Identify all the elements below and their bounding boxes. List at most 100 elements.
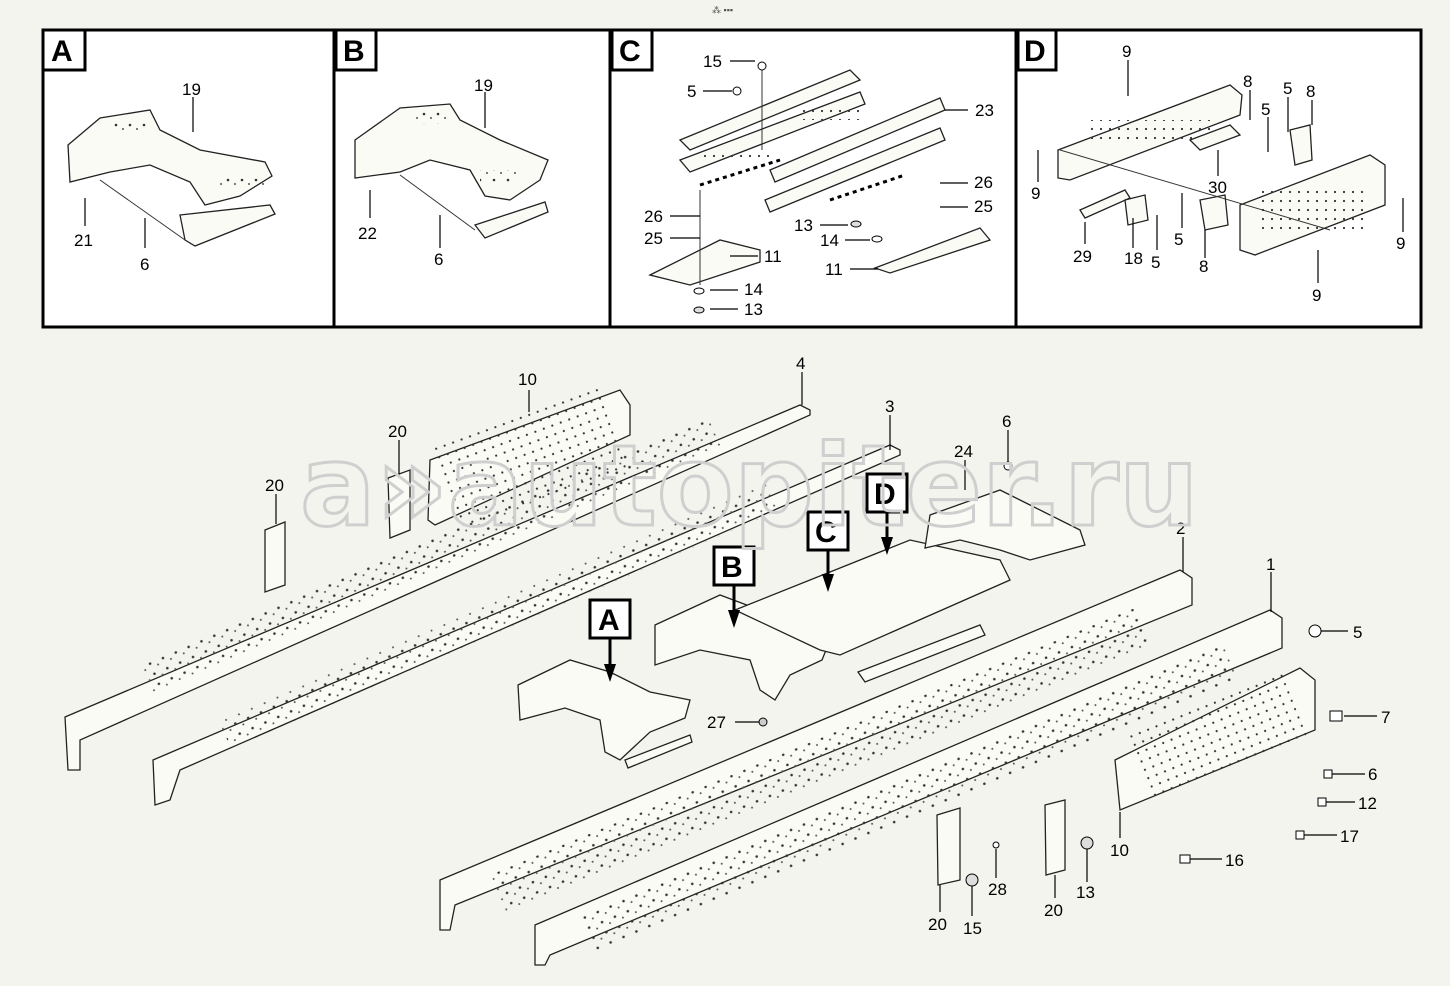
watermark: a»autopiter.ru <box>300 422 1199 552</box>
bolt-icon <box>1323 769 1333 779</box>
label: 5 <box>1151 253 1160 272</box>
svg-text:B: B <box>721 551 743 584</box>
label: 6 <box>1368 765 1377 784</box>
label: 10 <box>518 370 537 389</box>
label: 10 <box>1110 841 1129 860</box>
panel-c-letter: C <box>619 35 641 68</box>
callout-a: A <box>588 598 632 682</box>
bracket-20 <box>264 521 286 593</box>
label: 20 <box>265 476 284 495</box>
label: 22 <box>358 224 377 243</box>
label: 24 <box>954 442 973 461</box>
bracket-20 <box>387 469 411 539</box>
bolt-icon <box>757 61 767 71</box>
label: 20 <box>928 915 947 934</box>
svg-text:D: D <box>874 478 896 511</box>
label: 11 <box>825 260 843 279</box>
label: 28 <box>988 880 1007 899</box>
label: 13 <box>744 300 763 319</box>
label: 30 <box>1208 178 1227 197</box>
callout-b: B <box>712 545 756 628</box>
panel-a: A 19 21 6 <box>41 28 276 274</box>
bolt-icon <box>1329 710 1343 722</box>
label: 25 <box>974 197 993 216</box>
label: 15 <box>963 919 982 938</box>
label: 8 <box>1243 72 1252 91</box>
label: 5 <box>1353 623 1362 642</box>
bolt-icon <box>1179 854 1191 864</box>
bracket-20 <box>1044 799 1066 876</box>
label: 11 <box>764 247 782 266</box>
label: 5 <box>1174 230 1183 249</box>
label: 2 <box>1176 519 1185 538</box>
label: 14 <box>744 280 763 299</box>
bolt-icon <box>992 841 1000 849</box>
label: 5 <box>687 82 696 101</box>
label: 14 <box>820 231 839 250</box>
label: 9 <box>1312 286 1321 305</box>
panel-b-crossmember <box>354 103 549 239</box>
panel-b: B 19 22 6 <box>334 28 549 269</box>
panel-d: D 9 8 5 5 8 9 30 2 <box>1016 28 1405 305</box>
label: 29 <box>1073 247 1092 266</box>
label: 1 <box>1266 555 1275 574</box>
label: 3 <box>885 397 894 416</box>
callout-c: C <box>806 510 850 592</box>
label: 5 <box>1283 79 1292 98</box>
panel-a-tag <box>41 28 87 72</box>
label: 26 <box>644 207 663 226</box>
panel-b-letter: B <box>343 35 365 68</box>
label: 20 <box>388 422 407 441</box>
bolt-icon <box>1295 830 1305 840</box>
bolt-icon <box>1308 624 1322 638</box>
panel-c-tag <box>610 28 654 72</box>
washer-icon <box>693 287 705 295</box>
label: 6 <box>1002 412 1011 431</box>
label: 13 <box>794 216 813 235</box>
label: 15 <box>703 52 722 71</box>
label: 21 <box>74 231 93 250</box>
label: 23 <box>975 101 994 120</box>
svg-text:A: A <box>598 604 620 637</box>
label: 18 <box>1124 249 1143 268</box>
top-marker: ⁂ ▪▪▪ <box>712 5 733 15</box>
label: 17 <box>1340 827 1359 846</box>
label: 16 <box>1225 851 1244 870</box>
nut-icon <box>758 717 768 727</box>
bracket-20 <box>936 807 961 886</box>
label: 19 <box>474 76 493 95</box>
panel-d-letter: D <box>1024 35 1046 68</box>
panel-frame <box>41 28 1423 329</box>
label: 9 <box>1122 42 1131 61</box>
label: 6 <box>434 250 443 269</box>
label: 19 <box>182 80 201 99</box>
label: 13 <box>1076 883 1095 902</box>
nut-icon <box>1080 836 1094 850</box>
panel-a-crossmember <box>67 109 276 247</box>
nut-icon <box>965 873 979 887</box>
bolt-icon <box>732 86 742 96</box>
label: 6 <box>140 255 149 274</box>
callout-d: D <box>865 472 909 555</box>
label: 20 <box>1044 901 1063 920</box>
frame-rail-4 <box>64 404 811 771</box>
panel-b-tag <box>334 28 378 72</box>
main-exploded-view: 10 4 3 20 20 6 24 2 1 5 7 27 6 12 17 10 … <box>64 354 1390 966</box>
washer-icon <box>871 235 883 243</box>
label: 25 <box>644 229 663 248</box>
label: 8 <box>1199 257 1208 276</box>
nut-icon <box>693 306 705 314</box>
label: 12 <box>1358 794 1377 813</box>
label: 9 <box>1396 234 1405 253</box>
nut-icon <box>850 220 862 228</box>
label: 9 <box>1031 184 1040 203</box>
label: 8 <box>1306 82 1315 101</box>
panel-c-assembly <box>648 69 992 286</box>
svg-text:C: C <box>815 516 837 549</box>
panel-d-assembly <box>1057 84 1386 256</box>
label: 4 <box>796 354 805 373</box>
panel-c: C 15 <box>610 28 994 319</box>
label: 27 <box>707 713 726 732</box>
panel-a-letter: A <box>51 35 73 68</box>
